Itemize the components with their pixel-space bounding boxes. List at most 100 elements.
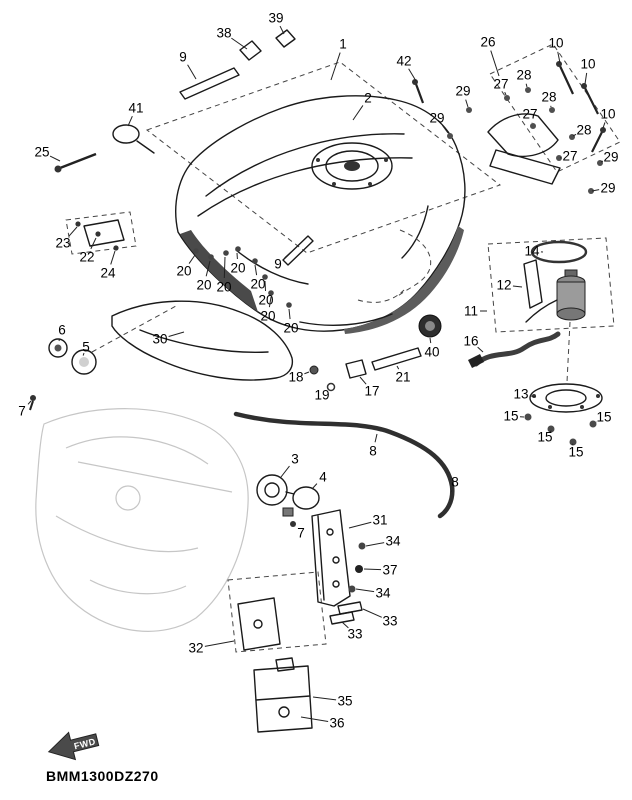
nuts-15 <box>524 413 597 446</box>
part-callout-28-9: 28 <box>516 68 531 83</box>
part-callout-6-40: 6 <box>58 323 66 338</box>
part-callout-20-30: 20 <box>258 293 273 308</box>
bolts-10 <box>556 61 606 153</box>
leader-line-8-52 <box>374 433 378 443</box>
leader-line-4-55 <box>311 483 318 490</box>
part-callout-1-2: 1 <box>339 37 347 52</box>
part-callout-42-3: 42 <box>396 54 411 69</box>
part-callout-40-39: 40 <box>424 345 439 360</box>
rubber-strip-front <box>179 67 240 100</box>
leader-line-34-58 <box>365 542 385 547</box>
part-callout-11-36: 11 <box>464 304 478 319</box>
leader-line-33-62 <box>341 621 349 629</box>
leader-line-29-14 <box>465 99 469 108</box>
leader-line-35-64 <box>312 696 337 701</box>
leader-line-20-26 <box>205 260 211 277</box>
part-callout-27-16: 27 <box>522 107 537 122</box>
leader-line-13-46 <box>529 395 537 398</box>
leader-line-6-40 <box>58 338 61 342</box>
bracket-22-shape <box>75 219 125 251</box>
leader-line-20-30 <box>264 280 267 292</box>
flange-13-shape <box>529 383 603 413</box>
leader-line-8-53 <box>450 490 453 493</box>
canister-35-36-shape <box>253 657 313 733</box>
leader-line-2-13 <box>352 105 364 121</box>
rubber-strip-mid <box>282 235 314 266</box>
group-box-small-bracket <box>65 211 137 255</box>
part-callout-37-59: 37 <box>382 563 397 578</box>
part-callout-20-25: 20 <box>176 264 191 279</box>
valve-3-4-shapes <box>256 474 320 527</box>
leader-line-31-57 <box>348 521 372 529</box>
part-callout-26-4: 26 <box>480 35 495 50</box>
part-callout-15-50: 15 <box>568 445 583 460</box>
part-callout-30-38: 30 <box>152 332 167 347</box>
part-callout-8-52: 8 <box>369 444 377 459</box>
leader-line-33-61 <box>362 608 382 618</box>
pad-38-shape <box>239 40 262 61</box>
part-callout-9-33: 9 <box>274 257 282 272</box>
part-callout-32-63: 32 <box>188 641 203 656</box>
leader-line-40-39 <box>429 337 432 344</box>
leader-line-9-33 <box>284 251 292 259</box>
part-callout-35-64: 35 <box>337 694 352 709</box>
leader-line-20-25 <box>188 254 196 264</box>
part-callout-15-47: 15 <box>503 409 518 424</box>
fuel-tank-shape <box>175 95 466 338</box>
leader-line-29-20 <box>591 189 600 192</box>
nuts-27-28-29 <box>447 87 603 194</box>
leader-line-10-5 <box>557 51 561 64</box>
leader-line-10-6 <box>584 72 588 85</box>
part-callout-27-8: 27 <box>493 77 508 92</box>
part-callout-19-44: 19 <box>314 388 329 403</box>
group-box-tank <box>145 61 502 254</box>
screws-20-cluster <box>193 246 292 308</box>
leader-line-1-2 <box>330 52 341 81</box>
leader-line-29-19 <box>600 160 604 163</box>
leader-line-20-31 <box>268 296 272 308</box>
part-callout-36-65: 36 <box>329 716 344 731</box>
leader-line-38-0 <box>231 37 248 50</box>
leader-line-30-38 <box>168 331 185 337</box>
group-box-fuel-pump <box>487 237 615 333</box>
part-callout-20-28: 20 <box>230 261 245 276</box>
part-callout-22-23: 22 <box>79 250 94 265</box>
leader-line-37-59 <box>363 568 382 571</box>
part-callout-20-29: 20 <box>250 277 265 292</box>
leader-line-41-12 <box>127 116 133 127</box>
part-callout-33-61: 33 <box>382 614 397 629</box>
part-callout-4-55: 4 <box>319 470 327 485</box>
leader-line-25-21 <box>49 155 61 162</box>
bracket-17-21-shapes <box>309 347 422 392</box>
part-callout-5-41: 5 <box>82 340 90 355</box>
part-callout-14-34: 14 <box>524 244 540 259</box>
part-callout-29-15: 29 <box>429 111 444 126</box>
leader-line-10-11 <box>602 122 606 129</box>
breather-hose-8-shape <box>233 411 455 519</box>
bracket-26-shape <box>447 61 606 194</box>
frame-silhouette <box>35 408 249 632</box>
part-callout-10-6: 10 <box>580 57 595 72</box>
leader-line-20-29 <box>254 264 258 276</box>
leader-line-7-51 <box>27 400 32 405</box>
leader-line-5-41 <box>82 352 85 356</box>
group-boxes <box>65 43 621 653</box>
leader-line-20-32 <box>288 308 291 320</box>
group-box-bracket-top-right <box>489 43 621 173</box>
leader-line-28-9 <box>525 83 528 88</box>
part-callout-20-27: 20 <box>216 280 231 295</box>
part-callout-16-37: 16 <box>463 334 478 349</box>
part-callout-2-13: 2 <box>364 91 372 106</box>
leader-line-24-24 <box>110 250 116 265</box>
leader-line-36-65 <box>300 716 329 723</box>
leader-line-15-49 <box>549 430 552 433</box>
part-callout-7-56: 7 <box>297 526 305 541</box>
part-callout-29-19: 29 <box>603 150 618 165</box>
leader-line-26-4 <box>490 50 500 77</box>
part-callout-10-11: 10 <box>600 107 615 122</box>
part-callout-41-12: 41 <box>128 101 143 116</box>
part-callout-33-62: 33 <box>347 627 362 642</box>
